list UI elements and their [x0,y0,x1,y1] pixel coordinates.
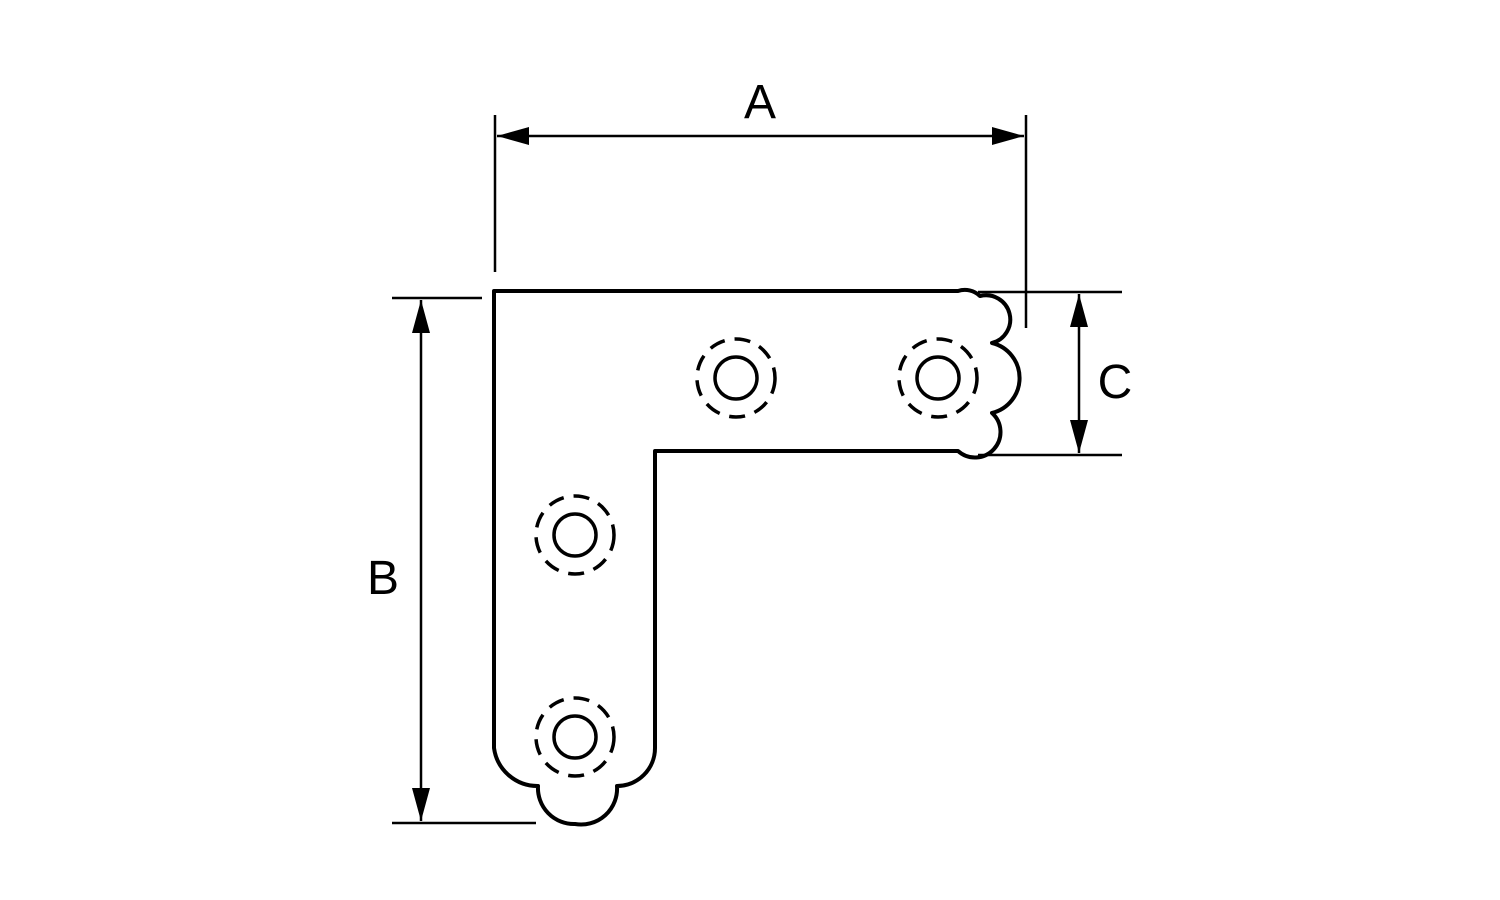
dimension-b: B [367,296,536,825]
hole-left-middle [534,494,616,576]
countersink-ring [695,337,777,419]
countersink-ring [897,337,979,419]
screw-hole [713,355,759,401]
bracket-outline [492,287,1022,827]
arrowhead-a-right [992,127,1024,145]
hole-left-bottom [534,696,616,778]
hole-top-right [897,337,979,419]
dimension-label-b: B [367,552,399,605]
dimension-label-c: C [1098,356,1133,409]
arrowhead-c-top [1070,294,1088,327]
dimension-c: C [978,290,1133,457]
arrowhead-a-left [497,127,529,145]
arrowhead-b-bottom [412,788,430,821]
countersink-ring [534,696,616,778]
hole-top-middle [695,337,777,419]
screw-hole [552,714,598,760]
screw-hole [552,512,598,558]
countersink-ring [534,494,616,576]
arrowhead-c-bottom [1070,420,1088,453]
dimension-label-a: A [744,76,776,129]
arrowhead-b-top [412,300,430,333]
dimension-a: A [493,76,1028,328]
screw-hole [915,355,961,401]
